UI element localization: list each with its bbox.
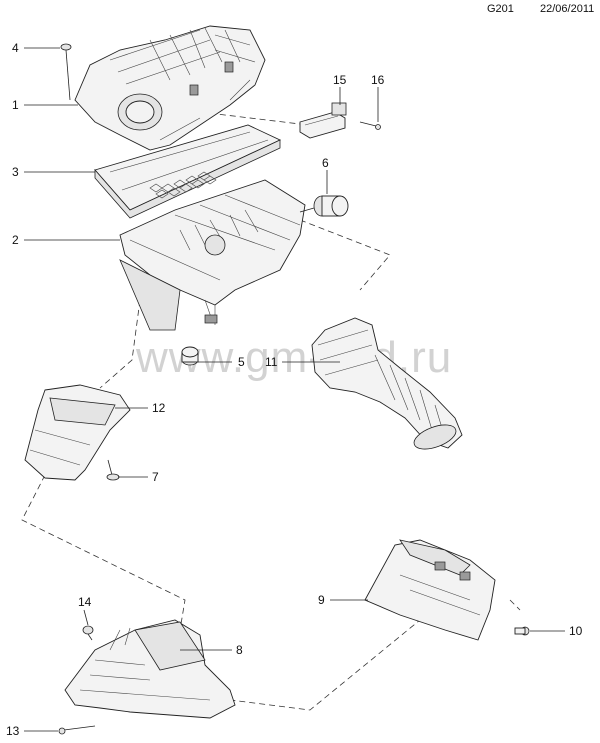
diagram-code: G201	[487, 3, 514, 15]
mass-airflow-sensor[interactable]	[299, 102, 347, 139]
callout-7: 7	[152, 470, 159, 484]
bolt-4[interactable]	[60, 43, 72, 101]
bolt-10[interactable]	[514, 626, 530, 636]
callout-5: 5	[238, 355, 245, 369]
callout-3: 3	[12, 165, 19, 179]
filter-element[interactable]	[94, 124, 282, 219]
callout-6: 6	[322, 156, 329, 170]
callout-8: 8	[236, 643, 243, 657]
grommet-5[interactable]	[181, 346, 199, 366]
filter-honeycomb	[149, 171, 217, 199]
callout-11: 11	[265, 355, 278, 369]
callout-4: 4	[12, 41, 19, 55]
callout-12: 12	[152, 401, 166, 415]
lower-air-duct[interactable]	[64, 619, 236, 719]
intake-duct[interactable]	[311, 317, 463, 454]
callout-15: 15	[333, 73, 347, 87]
callout-14: 14	[78, 595, 92, 609]
air-cleaner-lower-housing[interactable]	[119, 179, 306, 331]
diagram-date: 22/06/2011	[540, 3, 595, 15]
callout-16: 16	[371, 73, 385, 87]
callout-2: 2	[12, 233, 19, 247]
leader-lines	[24, 47, 565, 732]
screw-13[interactable]	[58, 725, 96, 735]
push-pin-7[interactable]	[106, 459, 120, 481]
inlet-scoop[interactable]	[24, 384, 131, 481]
clip-14[interactable]	[82, 625, 94, 641]
callout-13: 13	[6, 724, 20, 738]
callout-10: 10	[569, 624, 583, 638]
grommet-6[interactable]	[299, 195, 349, 217]
callout-9: 9	[318, 593, 325, 607]
screw-16[interactable]	[359, 121, 381, 130]
callout-labels: 4 1 3 2 15 16 6 5 11 12 7 14 8 9 10 13	[6, 41, 583, 738]
heat-shield[interactable]	[364, 539, 496, 641]
air-cleaner-cover[interactable]	[74, 25, 266, 151]
callout-1: 1	[12, 98, 19, 112]
